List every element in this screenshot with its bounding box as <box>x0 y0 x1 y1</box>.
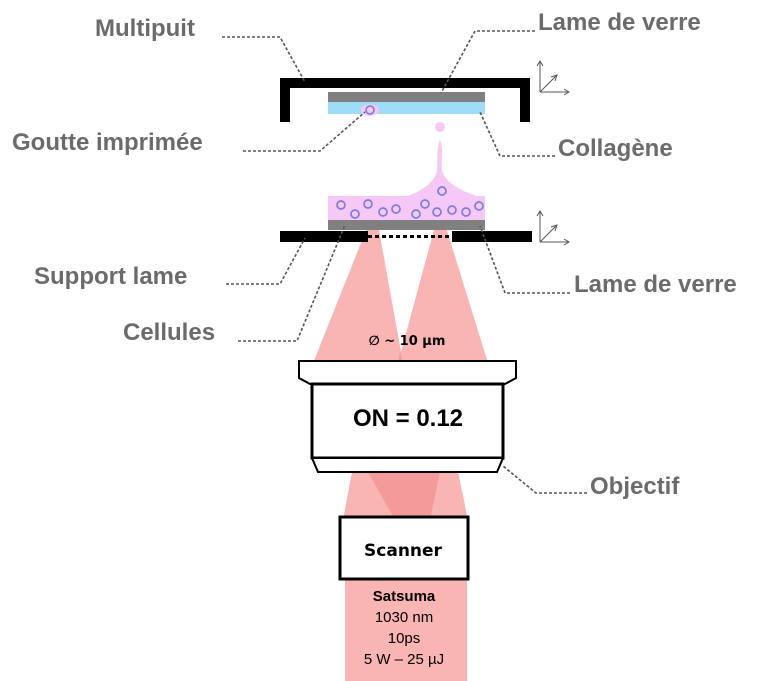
label-goutte: Goutte imprimée <box>12 129 203 156</box>
ejected-droplet <box>435 122 445 132</box>
lame-verre-bottom <box>328 220 485 230</box>
scanner: Scanner <box>338 515 470 581</box>
leader-lame-verre-top <box>440 30 535 94</box>
laser-pulse: 10ps <box>388 630 421 647</box>
support-lame-right <box>452 231 532 242</box>
jet <box>405 122 480 197</box>
cell <box>391 204 401 214</box>
cells-group <box>336 186 484 219</box>
beam-left-cone <box>313 208 403 363</box>
label-collagene: Collagène <box>558 135 673 162</box>
cell <box>461 207 471 217</box>
label-multipuit: Multipuit <box>95 15 195 42</box>
jet-stream <box>405 140 480 197</box>
objectif-body <box>310 382 505 460</box>
cell <box>432 207 442 217</box>
bioink-layer <box>328 196 485 220</box>
leader-support-lame <box>226 237 306 285</box>
cell <box>411 209 421 219</box>
label-cellules: Cellules <box>123 319 215 346</box>
goutte-cell <box>365 105 375 115</box>
leader-lame-verre-bottom <box>479 225 570 294</box>
leader-cellules <box>238 224 346 342</box>
support-lame-left <box>280 231 368 242</box>
lame-verre-top <box>328 92 485 102</box>
objectif-top-flange <box>298 360 517 385</box>
laser-wavelength: 1030 nm <box>375 609 433 626</box>
objectif: ON = 0.12 <box>298 360 517 473</box>
scanner-label: Scanner <box>364 541 443 561</box>
cell <box>474 201 484 211</box>
label-lame-verre-top: Lame de verre <box>538 9 701 36</box>
laser-name: Satsuma <box>373 588 436 605</box>
axes-icon-bottom <box>536 210 570 246</box>
leader-goutte <box>243 111 366 152</box>
laser-power: 5 W – 25 µJ <box>364 651 444 668</box>
leader-lines <box>222 30 587 494</box>
label-support-lame: Support lame <box>34 263 187 290</box>
cell <box>350 209 360 219</box>
multipuit-assembly <box>280 78 530 122</box>
collagene-layer <box>328 102 485 114</box>
multipuit-frame <box>280 78 530 122</box>
beam-lower-core <box>368 472 440 520</box>
cell <box>363 199 373 209</box>
objectif-bottom <box>310 457 505 473</box>
laser-beam <box>313 208 488 681</box>
laser-source-text: Satsuma 1030 nm 10ps 5 W – 25 µJ <box>364 588 444 668</box>
cell <box>437 186 447 196</box>
label-objectif: Objectif <box>590 473 680 500</box>
cell <box>447 205 457 215</box>
donor-assembly <box>280 186 532 242</box>
leader-collagene <box>479 111 555 157</box>
leader-multipuit <box>222 36 306 83</box>
leader-objectif <box>502 465 587 494</box>
goutte-imprimee-drop <box>361 104 379 116</box>
objectif-na-label: ON = 0.12 <box>353 405 463 432</box>
spot-diameter-label: ∅ ~ 10 µm <box>369 334 446 349</box>
cell <box>420 199 430 209</box>
scanner-box <box>338 515 470 581</box>
beam-right-cone <box>398 208 488 363</box>
laser-source-beam <box>345 577 467 681</box>
label-lame-verre-bottom: Lame de verre <box>574 271 737 298</box>
axes-icon-top <box>536 60 570 96</box>
cell <box>336 200 346 210</box>
cell <box>378 207 388 217</box>
